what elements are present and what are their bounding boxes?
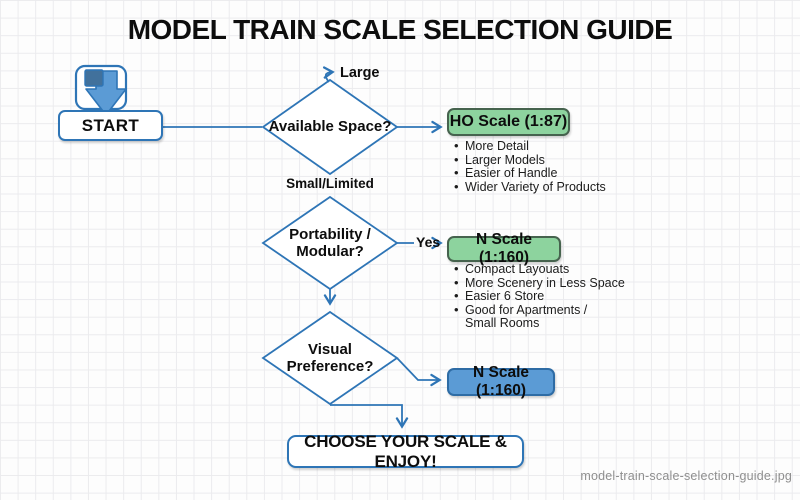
list-item: Larger Models <box>453 153 606 168</box>
list-item: Easier 6 Store <box>453 289 625 304</box>
decision-portability-line2: Modular? <box>296 243 364 260</box>
decision-visual-line2: Preference? <box>286 358 374 375</box>
decision-portability-line1: Portability / <box>289 226 371 243</box>
outcome-ho-scale-node: HO Scale (1:87) <box>447 108 570 136</box>
ho-scale-benefits-list: More Detail Larger Models Easier of Hand… <box>453 139 606 195</box>
list-item: More Detail <box>453 139 606 154</box>
list-item-continuation: Small Rooms <box>465 316 540 331</box>
end-node: CHOOSE YOUR SCALE & ENJOY! <box>287 432 524 471</box>
decision-diamond-visual-preference <box>261 310 399 406</box>
decision-visual-line1: Visual <box>308 341 352 358</box>
list-item: More Scenery in Less Space <box>453 276 625 291</box>
list-item: Good for Apartments / <box>453 303 625 318</box>
decision-available-space-label: Available Space? <box>268 118 392 135</box>
outcome-n-scale-blue-label: N Scale (1:160) <box>472 364 529 399</box>
outcome-n-scale-node: N Scale (1:160) <box>447 231 561 266</box>
branch-label-yes: Yes <box>416 234 441 250</box>
connector-visual-preference-to-end <box>330 404 409 429</box>
n-scale-benefits-list: Compact Layouats More Scenery in Less Sp… <box>453 262 625 331</box>
end-node-label: CHOOSE YOUR SCALE & ENJOY! <box>304 431 507 471</box>
filename-watermark: model-train-scale-selection-guide.jpg <box>580 469 792 483</box>
download-cursor-icon <box>74 64 128 116</box>
start-node: START <box>58 110 163 141</box>
list-item: Compact Layouats <box>453 262 625 277</box>
page-title: MODEL TRAIN SCALE SELECTION GUIDE <box>127 14 673 45</box>
start-node-label: START <box>81 115 140 135</box>
branch-label-small-limited: Small/Limited <box>286 176 374 191</box>
branch-label-large: Large <box>340 65 380 81</box>
connector-large-branch <box>322 66 335 83</box>
connector-visual-preference-to-n-scale-blue <box>396 357 442 387</box>
list-item: Wider Variety of Products <box>453 180 606 195</box>
decision-visual-preference-label: Visual Preference? <box>263 341 397 375</box>
list-item: Easier of Handle <box>453 166 606 181</box>
decision-diamond-available-space <box>261 78 399 176</box>
outcome-ho-scale-label: HO Scale (1:87) <box>449 113 568 130</box>
outcome-n-scale-blue-node: N Scale (1:160) <box>447 364 555 399</box>
decision-portability-label: Portability / Modular? <box>263 226 397 260</box>
